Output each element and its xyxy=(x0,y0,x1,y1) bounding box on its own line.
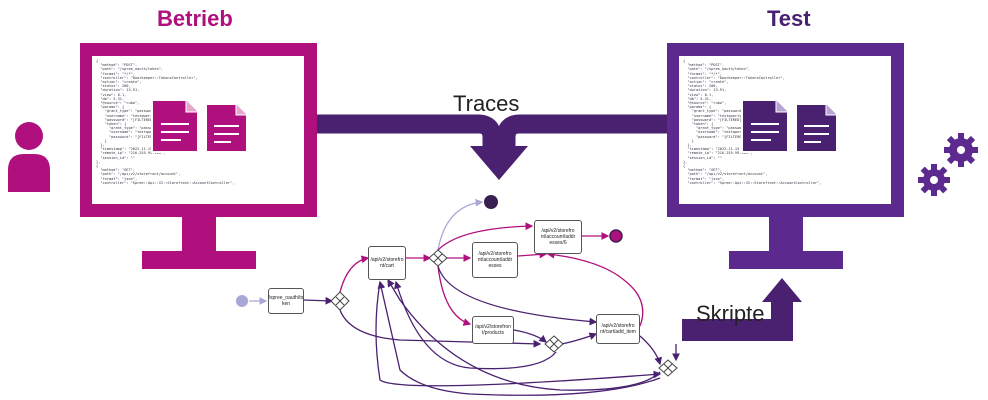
gears-icon xyxy=(918,133,978,196)
log-text-right: { "method": "POST", "path": "/spree_oaut… xyxy=(683,59,822,185)
skripte-arrow-icon xyxy=(762,278,802,302)
edge xyxy=(639,335,662,366)
document-icon xyxy=(205,103,248,153)
gateway xyxy=(330,291,350,311)
edge xyxy=(513,329,548,343)
start-event xyxy=(236,295,248,307)
traces-label: Traces xyxy=(453,91,520,116)
person-icon xyxy=(8,122,50,192)
traces-arrow-icon xyxy=(470,146,528,180)
edge xyxy=(437,265,598,326)
document-icon xyxy=(795,103,838,153)
edge xyxy=(437,222,534,251)
gateway xyxy=(544,335,564,353)
edge xyxy=(339,255,370,293)
stand-neck-right xyxy=(769,217,803,251)
document-icon xyxy=(151,99,199,153)
flow-node-cart: /api/v2/storefro nt/cart xyxy=(368,246,406,280)
edge xyxy=(377,280,661,396)
flow-node-products: /api/v2/storefron t/products xyxy=(472,316,514,344)
heading-betrieb: Betrieb xyxy=(157,6,233,31)
stand-neck-left xyxy=(182,217,216,251)
edge xyxy=(517,250,548,259)
flow-node-account-addresses-id: /api/v2/storefro nt/account/addr esses/6 xyxy=(534,220,582,254)
edge xyxy=(302,296,334,305)
edge xyxy=(339,309,542,348)
stand-base-left xyxy=(142,251,256,269)
edge xyxy=(546,250,644,327)
edge xyxy=(387,278,661,391)
document-icon xyxy=(741,99,789,153)
edge xyxy=(437,198,484,251)
edge xyxy=(561,332,598,345)
edge xyxy=(437,265,472,326)
flow-node-token: /spree_oauth/to ken xyxy=(268,288,304,314)
stand-base-right xyxy=(729,251,843,269)
end-event xyxy=(484,195,498,209)
heading-test: Test xyxy=(767,6,811,31)
flow-node-add-item: /api/v2/storefro nt/cart/add_item xyxy=(596,314,640,344)
flow-node-account-addresses: /api/v2/storefro nt/account/addr esses xyxy=(472,242,518,278)
edge xyxy=(394,280,557,370)
gateway xyxy=(658,359,678,377)
gateway xyxy=(428,249,448,267)
end-event xyxy=(609,229,623,243)
edge xyxy=(375,281,662,387)
skripte-label: Skripte xyxy=(696,301,765,326)
